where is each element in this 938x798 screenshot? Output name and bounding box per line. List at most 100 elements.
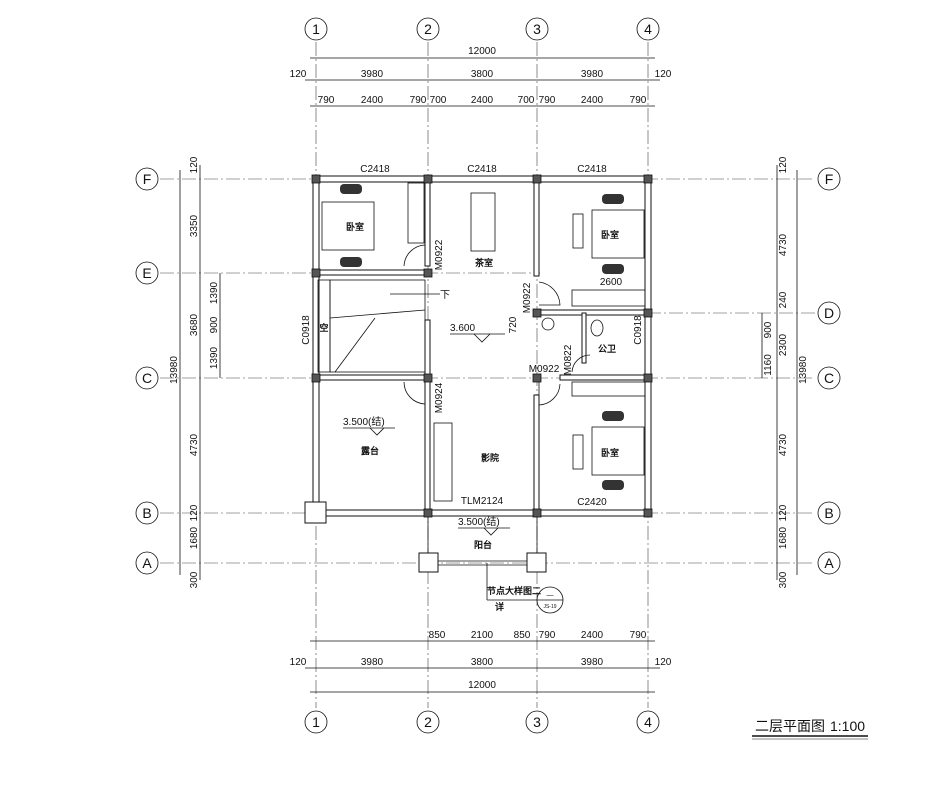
dim-bottom-axis: 3980 [581, 657, 604, 668]
tea-table-icon [470, 192, 496, 252]
dim-left-axis: 3680 [189, 313, 200, 336]
door-swing [403, 381, 426, 405]
dim-left-detail: 1390 [209, 346, 220, 369]
elevation-balcony: 3.500(结) [458, 515, 510, 536]
svg-text:3.500(结): 3.500(结) [343, 415, 385, 428]
svg-text:4: 4 [644, 714, 652, 730]
bed-icon [591, 426, 645, 476]
svg-text:—: — [547, 592, 554, 599]
dim-right-axis: 240 [778, 291, 789, 308]
axis-row-B: B [142, 505, 151, 521]
axis-bubble [135, 261, 159, 285]
dim-left-axis: 1680 [189, 526, 200, 549]
window-label: C2418 [467, 164, 497, 175]
staircase [317, 279, 440, 373]
dim-top-axis: 120 [290, 69, 307, 80]
toilet-icon [590, 319, 604, 337]
axis-bubble [817, 167, 841, 191]
window-label: C2420 [577, 497, 607, 508]
room-balcony: 阳台 [474, 539, 492, 550]
sofa-icon [433, 422, 453, 502]
dim-right-overall: 13980 [798, 356, 809, 384]
room-terrace: 露台 [361, 445, 379, 456]
door-label: TLM2124 [461, 496, 504, 507]
dim-bottom-detail: 2400 [581, 630, 604, 641]
axis-col-2-bottom: 2 [416, 710, 440, 734]
elevation-terrace: 3.500(结) [343, 415, 395, 436]
nightstand-icon [602, 480, 624, 490]
furniture [317, 182, 646, 502]
svg-text:1:100: 1:100 [830, 718, 865, 734]
axis-bubble [817, 301, 841, 325]
detail-callout: 节点大样图二 详 — JS-19 [486, 563, 564, 614]
svg-text:2: 2 [424, 21, 432, 37]
axis-bubble [135, 551, 159, 575]
elevation-hall: 3.600 [450, 323, 505, 343]
dim-right-axis: 4730 [778, 433, 789, 456]
dim-right-axis: 120 [778, 156, 789, 173]
dim-left-axis: 120 [189, 504, 200, 521]
room-labels: 卧室 茶室 卧室 空 公卫 露台 影院 卧室 阳台 [319, 221, 619, 550]
bed-icon [591, 209, 645, 259]
dim-top-axis: 3980 [581, 69, 604, 80]
dim-top-detail: 700 [430, 95, 447, 106]
svg-text:3: 3 [533, 21, 541, 37]
door-swing [571, 354, 591, 373]
wardrobe-dimension: 2600 [600, 277, 623, 288]
axis-col-4: 4 [636, 17, 660, 41]
dim-top-detail: 790 [410, 95, 427, 106]
svg-text:3.600: 3.600 [450, 323, 475, 334]
axis-col-3-bottom: 3 [525, 710, 549, 734]
dim-left-axis: 3350 [189, 214, 200, 237]
window-label: C2418 [360, 164, 390, 175]
dim-bottom-axis: 3980 [361, 657, 384, 668]
dim-left-detail: 900 [209, 316, 220, 333]
dim-top-detail: 790 [539, 95, 556, 106]
nightstand-icon [340, 257, 362, 267]
nightstand-icon [340, 184, 362, 194]
svg-text:二层平面图: 二层平面图 [755, 718, 825, 734]
dim-left-overall: 13980 [169, 356, 180, 384]
dim-bottom-axis: 120 [655, 657, 672, 668]
axis-col-2: 2 [416, 17, 440, 41]
dim-bottom-detail: 790 [630, 630, 647, 641]
axis-row-C: C [824, 370, 834, 386]
dimension-lines [179, 57, 798, 693]
washer-icon [541, 317, 555, 331]
axis-row-F: F [143, 171, 152, 187]
axis-row-C: C [142, 370, 152, 386]
svg-text:1: 1 [312, 714, 320, 730]
nightstand-icon [602, 411, 624, 421]
wardrobe-icon [407, 182, 425, 244]
annotations: C2418 C2418 C2418 C0918 C0918 C2420 M092… [301, 164, 644, 614]
door-label: M0822 [563, 344, 574, 375]
dim-top-axis: 3980 [361, 69, 384, 80]
axis-row-D: D [824, 305, 834, 321]
dim-top-detail: 700 [518, 95, 535, 106]
dim-left-axis: 300 [189, 571, 200, 588]
svg-text:3.500(结): 3.500(结) [458, 515, 500, 528]
svg-text:JS-19: JS-19 [543, 604, 556, 610]
axis-col-3: 3 [525, 17, 549, 41]
dim-top-axis: 3800 [471, 69, 494, 80]
room-void: 空 [319, 322, 328, 333]
stair-down-label: 下 [440, 290, 450, 301]
dim-right-axis: 1680 [778, 526, 789, 549]
axis-bubble [135, 501, 159, 525]
dim-left-detail: 1390 [209, 281, 220, 304]
svg-text:节点大样图二: 节点大样图二 [487, 585, 541, 596]
dim-bottom-detail: 850 [429, 630, 446, 641]
door-label: M0922 [529, 364, 560, 375]
axis-bubble [817, 551, 841, 575]
window-label: C0918 [633, 315, 644, 345]
axis-col-1: 1 [304, 17, 328, 41]
grid-lines [160, 42, 815, 708]
dim-top-detail: 2400 [471, 95, 494, 106]
dim-top-overall: 12000 [468, 46, 496, 57]
dim-top-detail: 2400 [581, 95, 604, 106]
drawing-title: 二层平面图 1:100 [752, 718, 868, 740]
axis-row-A: A [142, 555, 152, 571]
axis-col-1-bottom: 1 [304, 710, 328, 734]
wardrobe-icon [571, 289, 646, 307]
